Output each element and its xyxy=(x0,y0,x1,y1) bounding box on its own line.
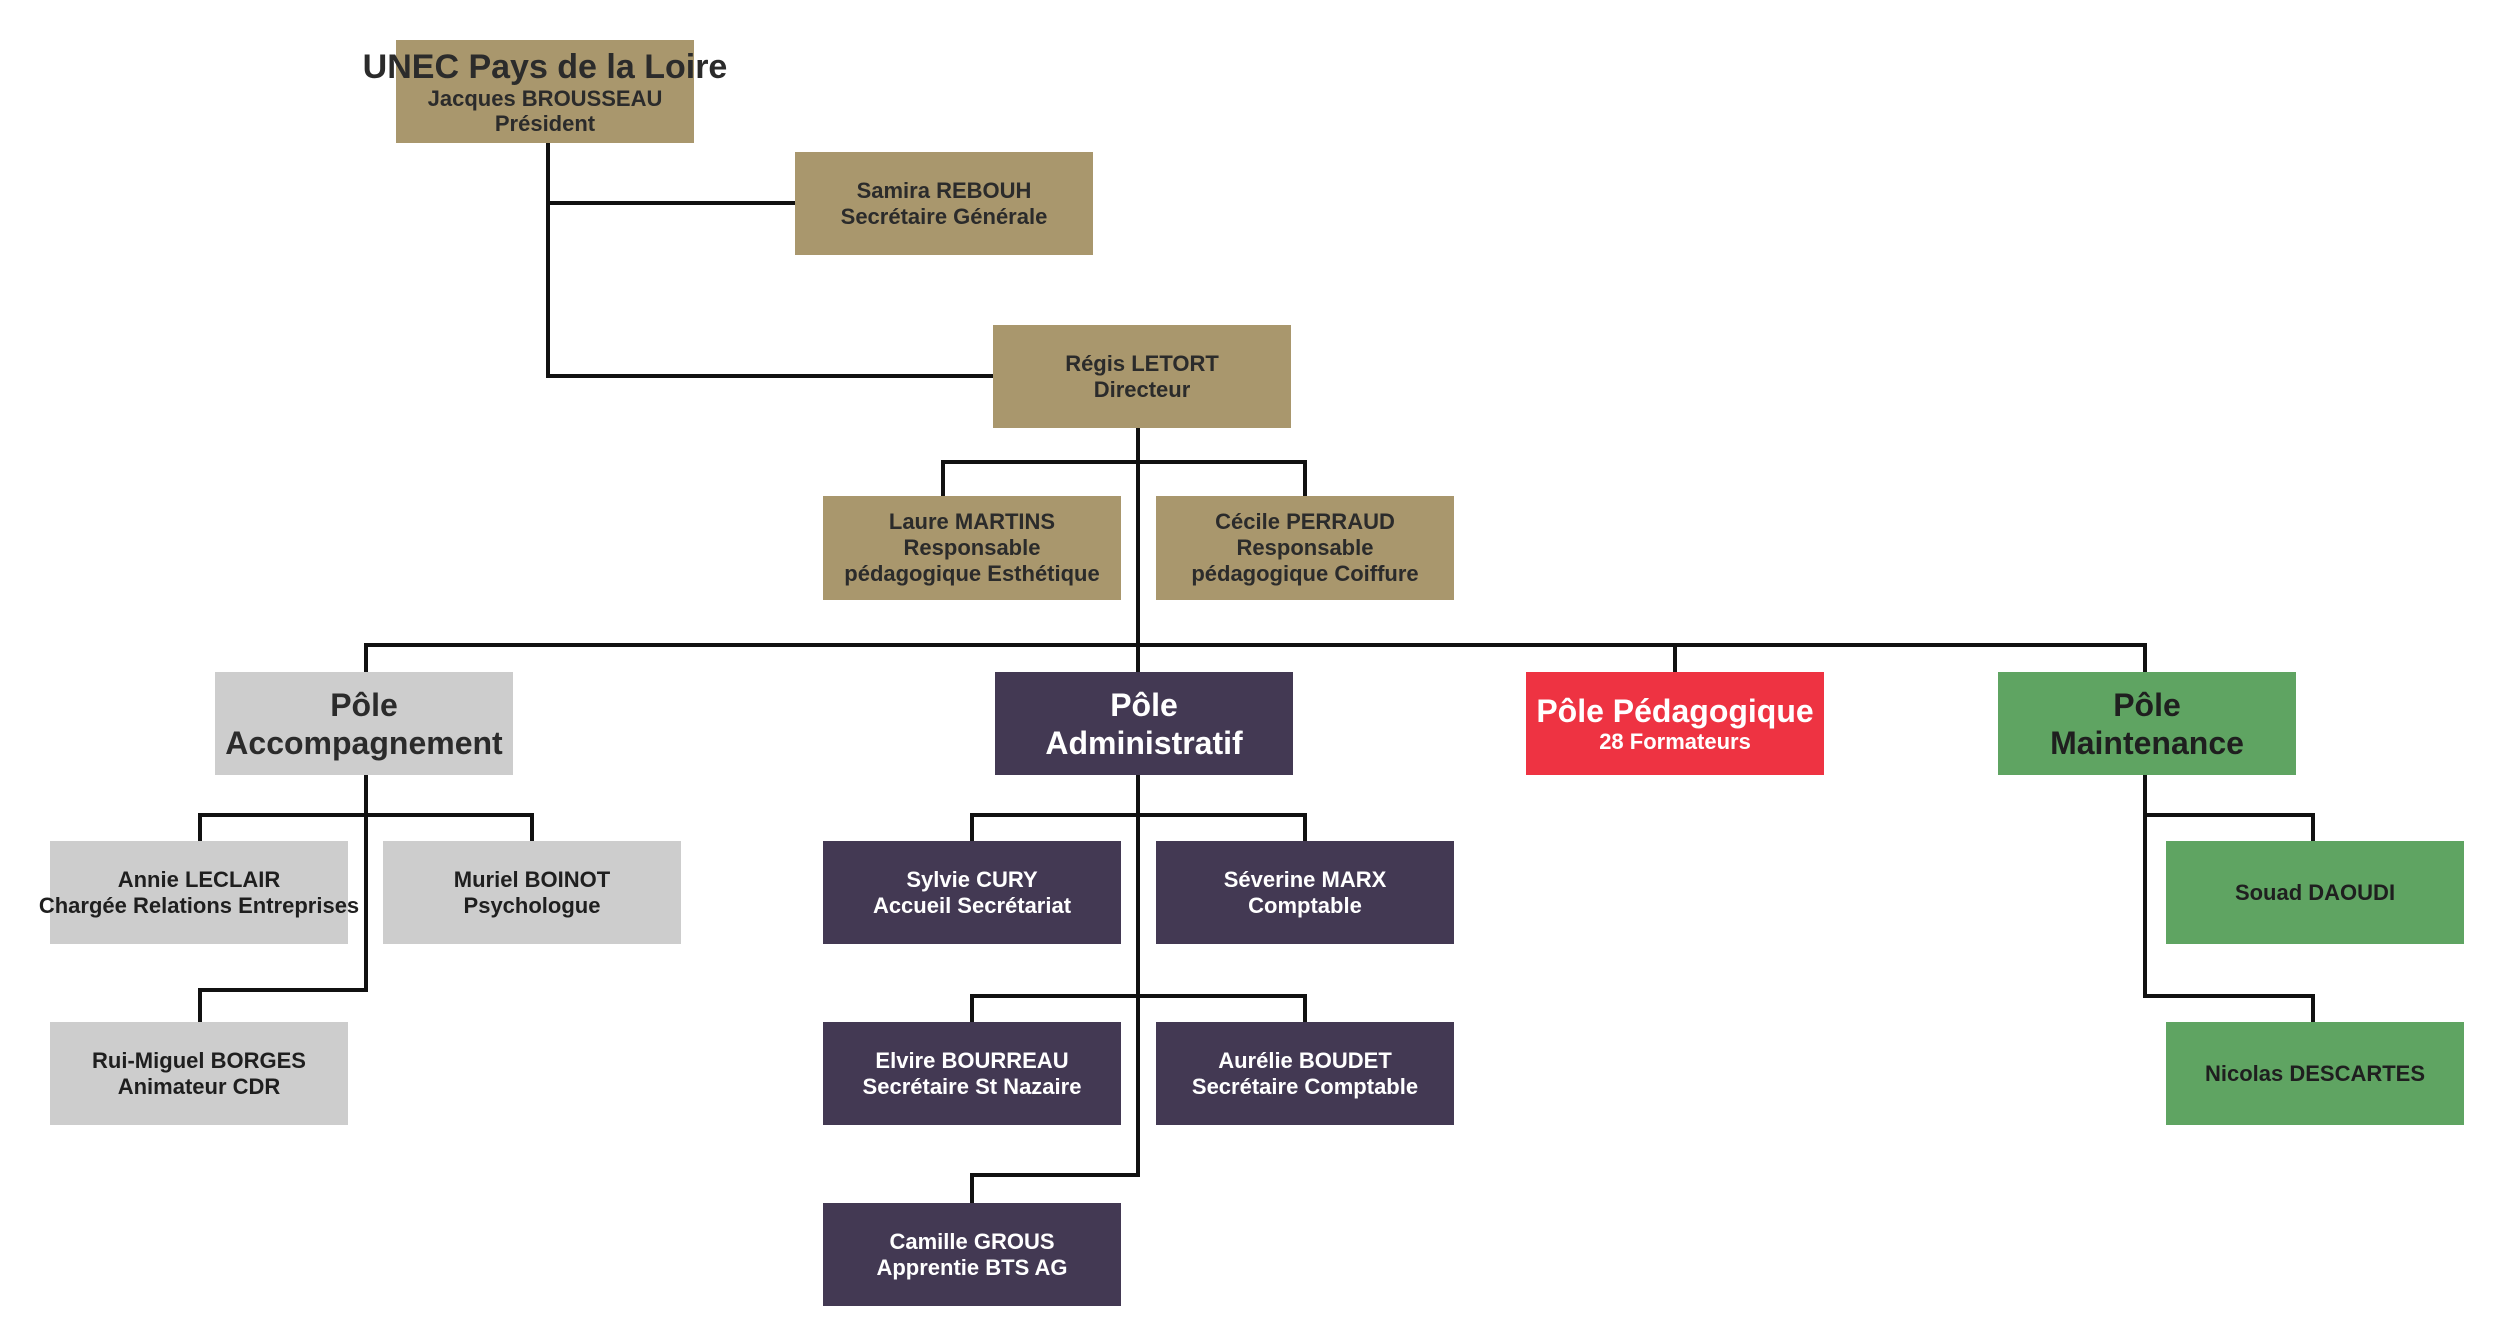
souad-name: Souad DAOUDI xyxy=(2234,879,2396,905)
annie-role: Chargée Relations Entreprises xyxy=(38,892,360,918)
node-pole-maintenance: Pôle Maintenance xyxy=(1998,672,2296,775)
node-nicolas-descartes: Nicolas DESCARTES xyxy=(2166,1022,2464,1125)
line-maintenance-row1 xyxy=(2143,813,2315,843)
pole-accompagnement-line1: Pôle xyxy=(330,686,398,723)
node-secretary-general: Samira REBOUH Secrétaire Générale xyxy=(795,152,1093,255)
camille-role: Apprentie BTS AG xyxy=(876,1254,1068,1280)
node-director: Régis LETORT Directeur xyxy=(993,325,1291,428)
line-president-director xyxy=(546,201,995,378)
node-rui-miguel-borges: Rui-Miguel BORGES Animateur CDR xyxy=(50,1022,348,1125)
rui-name: Rui-Miguel BORGES xyxy=(92,1047,306,1073)
sylvie-name: Sylvie CURY xyxy=(906,866,1038,892)
aurelie-name: Aurélie BOUDET xyxy=(1218,1047,1392,1073)
node-pole-accompagnement: Pôle Accompagnement xyxy=(215,672,513,775)
director-role: Directeur xyxy=(1093,376,1191,402)
pole-maintenance-line1: Pôle xyxy=(2113,686,2181,723)
cecile-name: Cécile PERRAUD xyxy=(1215,509,1395,534)
camille-name: Camille GROUS xyxy=(889,1228,1055,1254)
node-aurelie-boudet: Aurélie BOUDET Secrétaire Comptable xyxy=(1156,1022,1454,1125)
line-president-secretary xyxy=(546,140,797,205)
node-muriel-boinot: Muriel BOINOT Psychologue xyxy=(383,841,681,944)
node-souad-daoudi: Souad DAOUDI xyxy=(2166,841,2464,944)
node-president: UNEC Pays de la Loire Jacques BROUSSEAU … xyxy=(363,40,727,143)
secretary-general-name: Samira REBOUH xyxy=(856,177,1032,203)
line-pole-bus xyxy=(364,643,2147,674)
pole-maintenance-line2: Maintenance xyxy=(2050,724,2244,761)
cecile-role2: pédagogique Coiffure xyxy=(1191,561,1419,586)
node-pole-administratif: Pôle Administratif xyxy=(995,672,1293,775)
line-maintenance-trunk xyxy=(2143,772,2315,1024)
rui-role: Animateur CDR xyxy=(117,1073,281,1099)
node-camille-grous: Camille GROUS Apprentie BTS AG xyxy=(823,1203,1121,1306)
sylvie-role: Accueil Secrétariat xyxy=(872,892,1072,918)
line-accompagnement-row1 xyxy=(198,813,534,843)
node-sylvie-cury: Sylvie CURY Accueil Secrétariat xyxy=(823,841,1121,944)
pole-administratif-line2: Administratif xyxy=(1045,724,1243,761)
node-annie-leclair: Annie LECLAIR Chargée Relations Entrepri… xyxy=(39,841,359,944)
node-severine-marx: Séverine MARX Comptable xyxy=(1156,841,1454,944)
annie-name: Annie LECLAIR xyxy=(117,866,281,892)
secretary-general-role: Secrétaire Générale xyxy=(840,203,1048,229)
node-elvire-bourreau: Elvire BOURREAU Secrétaire St Nazaire xyxy=(823,1022,1121,1125)
director-name: Régis LETORT xyxy=(1065,350,1219,376)
severine-role: Comptable xyxy=(1248,892,1362,918)
aurelie-role: Secrétaire Comptable xyxy=(1191,1073,1419,1099)
pole-pedagogique-line2: 28 Formateurs xyxy=(1599,729,1751,754)
severine-name: Séverine MARX xyxy=(1223,866,1387,892)
pole-administratif-line1: Pôle xyxy=(1110,686,1178,723)
nicolas-name: Nicolas DESCARTES xyxy=(2204,1060,2426,1086)
muriel-name: Muriel BOINOT xyxy=(453,866,611,892)
president-name: Jacques BROUSSEAU xyxy=(427,85,663,111)
laure-role2: pédagogique Esthétique xyxy=(844,561,1100,586)
node-pole-pedagogique: Pôle Pédagogique 28 Formateurs xyxy=(1526,672,1824,775)
line-accompagnement-trunk xyxy=(198,772,368,1024)
node-laure-martins: Laure MARTINS Responsable pédagogique Es… xyxy=(823,496,1121,600)
cecile-role1: Responsable xyxy=(1236,535,1374,560)
elvire-role: Secrétaire St Nazaire xyxy=(862,1073,1082,1099)
line-administratif-trunk xyxy=(970,772,1140,1205)
line-responsables xyxy=(941,460,1307,498)
elvire-name: Elvire BOURREAU xyxy=(875,1047,1069,1073)
president-role: Président xyxy=(494,110,596,136)
pole-pedagogique-line1: Pôle Pédagogique xyxy=(1536,693,1814,729)
line-administratif-row2 xyxy=(970,994,1307,1024)
pole-accompagnement-line2: Accompagnement xyxy=(225,724,503,761)
muriel-role: Psychologue xyxy=(463,892,601,918)
node-cecile-perraud: Cécile PERRAUD Responsable pédagogique C… xyxy=(1156,496,1454,600)
laure-name: Laure MARTINS xyxy=(888,509,1056,534)
laure-role1: Responsable xyxy=(903,535,1041,560)
line-administratif-row1 xyxy=(970,813,1307,843)
president-org: UNEC Pays de la Loire xyxy=(362,47,728,86)
